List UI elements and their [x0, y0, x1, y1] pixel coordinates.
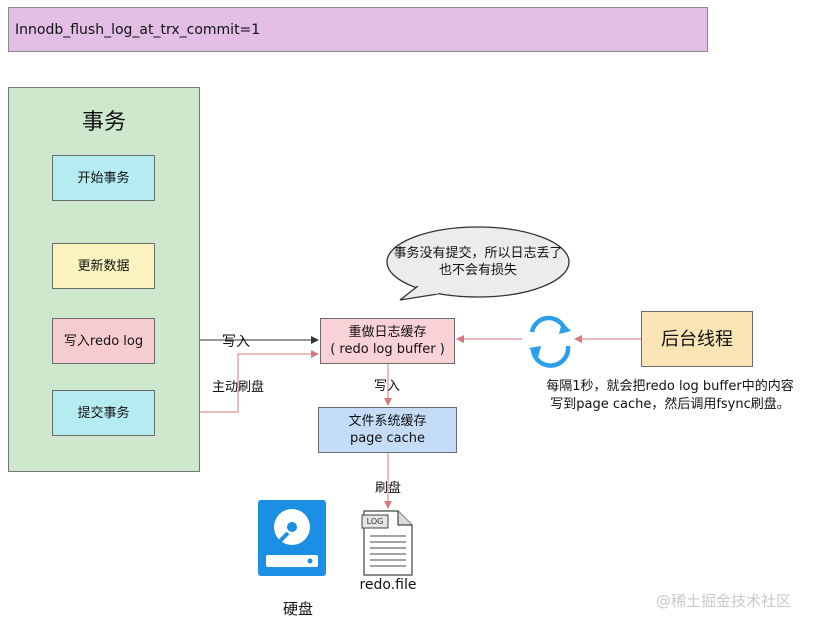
edge-label-active-flush: 主动刷盘: [212, 380, 265, 395]
log-file-icon: [361, 510, 413, 576]
watermark: @稀土掘金技术社区: [656, 592, 792, 610]
file-label: redo.file: [359, 577, 417, 593]
redo-buffer-line2: ( redo log buffer ): [330, 342, 445, 357]
log-badge: LOG: [366, 517, 384, 526]
step-update-data: 更新数据: [52, 243, 155, 289]
page-cache-box: 文件系统缓存 page cache: [318, 407, 457, 453]
edge-label-flush: 刷盘: [375, 481, 402, 496]
page-cache-line1: 文件系统缓存: [348, 414, 427, 429]
redo-log-buffer-box: 重做日志缓存 ( redo log buffer ): [320, 318, 455, 364]
hard-disk-icon: [258, 500, 326, 576]
note-line1: 每隔1秒，就会把redo log buffer中的内容: [546, 379, 794, 394]
step-start-transaction: 开始事务: [52, 155, 155, 201]
background-thread-box: 后台线程: [641, 311, 753, 367]
page-cache-line2: page cache: [349, 431, 426, 446]
speech-bubble: [386, 226, 570, 301]
bubble-line2: 也不会有损失: [438, 263, 517, 278]
refresh-icon: [529, 315, 571, 368]
disk-label: 硬盘: [282, 600, 313, 618]
redo-buffer-line1: 重做日志缓存: [348, 325, 427, 340]
header-title: Innodb_flush_log_at_trx_commit=1: [8, 7, 708, 52]
thread-note: 每隔1秒，就会把redo log buffer中的内容 写到page cache…: [510, 378, 830, 414]
bubble-text: 事务没有提交，所以日志丢了 也不会有损失: [390, 245, 566, 279]
edge-label-write-2: 写入: [374, 379, 401, 394]
edge-label-write: 写入: [222, 334, 250, 350]
step-write-redo-log: 写入redo log: [52, 318, 155, 364]
bubble-line1: 事务没有提交，所以日志丢了: [393, 246, 563, 261]
transaction-title: 事务: [81, 110, 126, 135]
step-commit-transaction: 提交事务: [52, 390, 155, 436]
note-line2: 写到page cache，然后调用fsync刷盘。: [550, 397, 790, 412]
